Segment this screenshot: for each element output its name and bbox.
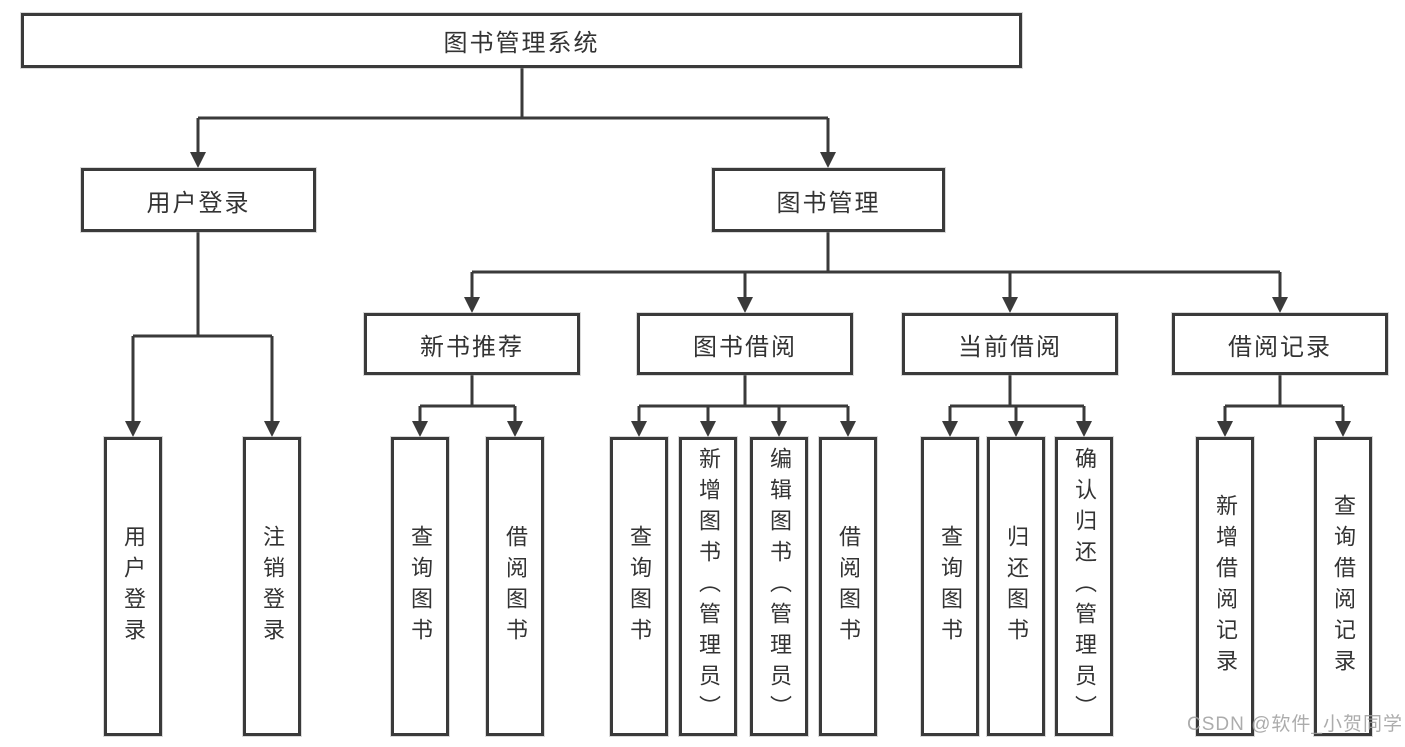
node-borrow-records: 借阅记录 xyxy=(1172,313,1388,375)
node-new-book-recommend: 新书推荐 xyxy=(364,313,580,375)
node-leaf-user-login: 用户登录 xyxy=(104,437,162,736)
node-leaf-return-book: 归还图书 xyxy=(987,437,1045,736)
node-user-login: 用户登录 xyxy=(81,168,316,232)
node-leaf-borrow-query-book: 查询图书 xyxy=(610,437,668,736)
node-leaf-recommend-query-book: 查询图书 xyxy=(391,437,449,736)
node-leaf-add-borrow-record: 新增借阅记录 xyxy=(1196,437,1254,736)
node-leaf-current-query-book: 查询图书 xyxy=(921,437,979,736)
csdn-watermark: CSDN @软件_小贺同学 xyxy=(1187,714,1403,735)
node-book-borrow: 图书借阅 xyxy=(637,313,853,375)
node-root-system: 图书管理系统 xyxy=(21,13,1022,68)
node-leaf-logout: 注销登录 xyxy=(243,437,301,736)
node-leaf-confirm-return-admin: 确认归还（管理员） xyxy=(1055,437,1113,736)
node-current-borrow: 当前借阅 xyxy=(902,313,1118,375)
node-leaf-recommend-borrow-book: 借阅图书 xyxy=(486,437,544,736)
node-leaf-query-borrow-record: 查询借阅记录 xyxy=(1314,437,1372,736)
node-leaf-edit-book-admin: 编辑图书（管理员） xyxy=(750,437,808,736)
node-leaf-borrow-book: 借阅图书 xyxy=(819,437,877,736)
node-book-management: 图书管理 xyxy=(712,168,945,232)
arrowhead-icons xyxy=(125,152,1351,437)
node-leaf-add-book-admin: 新增图书（管理员） xyxy=(679,437,737,736)
